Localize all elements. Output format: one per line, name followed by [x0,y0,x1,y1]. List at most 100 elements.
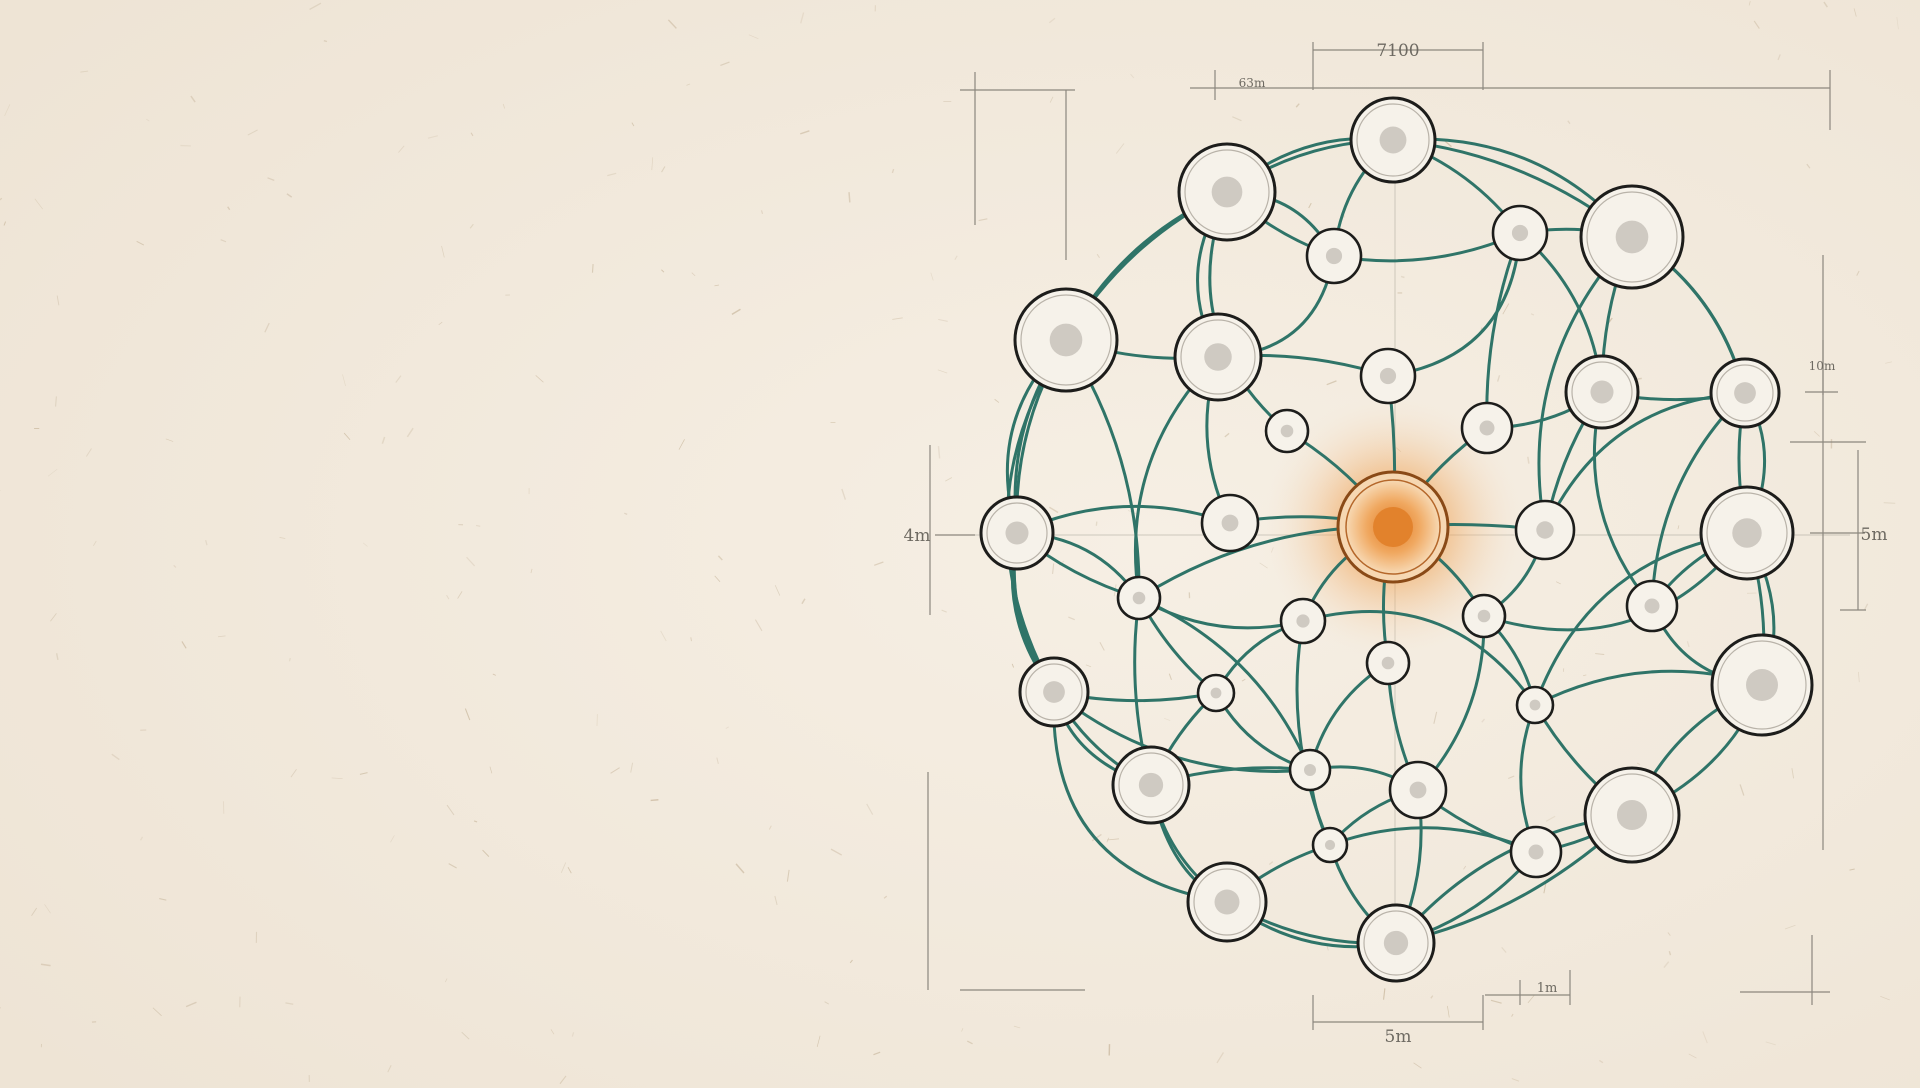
node-center-dot [1479,420,1495,436]
paper-fiber [190,95,196,103]
paper-fiber [560,862,567,873]
paper-fiber [1853,8,1857,17]
node-center-dot [1536,521,1554,539]
node-center-dot [1511,224,1529,242]
paper-fiber [1702,1031,1708,1044]
paper-fiber [1326,380,1337,386]
paper-fiber [535,375,544,383]
paper-fiber [1677,525,1680,530]
paper-fiber [1224,432,1230,438]
node-center-dot [1204,343,1232,371]
node-center-dot [1409,781,1427,799]
node-n-bottom [1356,903,1436,983]
paper-fiber [1823,1,1828,8]
node-center-dot [1383,930,1409,956]
paper-fiber [220,239,227,243]
paper-fiber [1099,641,1105,651]
node-inner-ring [1180,319,1256,395]
paper-fiber [714,284,720,287]
paper-fiber [873,1051,881,1056]
paper-fiber [1268,861,1274,866]
node-center-dot [1043,681,1065,703]
paper-fiber [54,396,57,407]
node-n-left-upper [1013,287,1119,393]
node-s8 [1116,575,1162,621]
node-s5 [1264,408,1310,454]
paper-fiber [768,825,772,830]
paper-fiber [1777,54,1781,61]
dimension-label-top-main: 7100 [1376,41,1419,61]
paper-fiber [50,613,57,622]
paper-fiber [1481,718,1486,723]
paper-fiber [1241,678,1246,682]
paper-fiber [331,777,343,779]
paper-fiber [938,318,948,322]
paper-fiber [1490,999,1502,1004]
paper-fiber [754,619,763,632]
node-n-right-upper [1709,357,1781,429]
paper-fiber [690,637,693,642]
paper-fiber [874,561,884,566]
paper-fiber [165,438,174,442]
paper-fiber [630,762,634,773]
node-center-dot [1210,687,1222,699]
paper-fiber [571,1032,575,1037]
dimension-label-right-top: 10m [1809,359,1836,373]
edge-s8-s15 [1137,596,1312,772]
paper-fiber [475,524,481,527]
paper-fiber [994,398,1000,403]
node-center-dot [1529,699,1541,711]
paper-fiber [1096,253,1100,259]
paper-fiber [610,767,620,774]
paper-fiber [0,197,3,201]
paper-fiber [720,61,730,66]
node-inner-ring [986,502,1048,564]
paper-fiber [469,223,474,229]
node-inner-ring [1706,492,1788,574]
paper-fiber [1555,581,1561,585]
node-center-dot [1644,598,1660,614]
paper-fiber [1413,1062,1422,1069]
paper-fiber [218,635,226,638]
hub-node [1336,470,1450,584]
node-center-dot [1732,518,1762,548]
dimension-label-bottom-main: 5m [1385,1027,1412,1047]
paper-fiber [285,1002,294,1005]
node-center-dot [1379,126,1407,154]
paper-fiber [774,585,781,596]
paper-fiber [945,477,953,482]
paper-fiber [1511,1013,1514,1017]
paper-fiber [390,835,395,843]
paper-fiber [406,427,414,438]
paper-fiber [381,436,386,444]
paper-fiber [1463,865,1467,870]
paper-fiber [530,568,533,574]
paper-fiber [650,799,659,802]
node-center-dot [1138,772,1164,798]
paper-fiber [1636,762,1641,766]
paper-fiber [1863,603,1869,611]
paper-fiber [1444,140,1452,148]
node-n-top [1349,96,1437,184]
paper-fiber [1545,815,1556,822]
paper-fiber [323,40,328,43]
paper-fiber [550,1029,555,1035]
paper-fiber [1048,506,1059,514]
paper-fiber [1068,616,1075,621]
paper-fiber [288,657,291,662]
dimension-label-top-small: 63m [1239,76,1266,90]
paper-fiber [1667,932,1671,936]
paper-fiber [227,206,231,211]
paper-fiber [1748,0,1751,6]
paper-fiber [309,2,322,10]
node-n-right [1699,485,1795,581]
paper-fiber [267,177,275,181]
paper-fiber [1091,833,1102,842]
paper-fiber [80,70,89,73]
hub-node-core [1373,507,1413,547]
paper-fiber [1433,711,1438,724]
node-center-dot [1132,591,1146,605]
node-n-inner-upper-left [1173,312,1263,402]
paper-fiber [359,772,368,775]
paper-fiber [93,540,97,547]
